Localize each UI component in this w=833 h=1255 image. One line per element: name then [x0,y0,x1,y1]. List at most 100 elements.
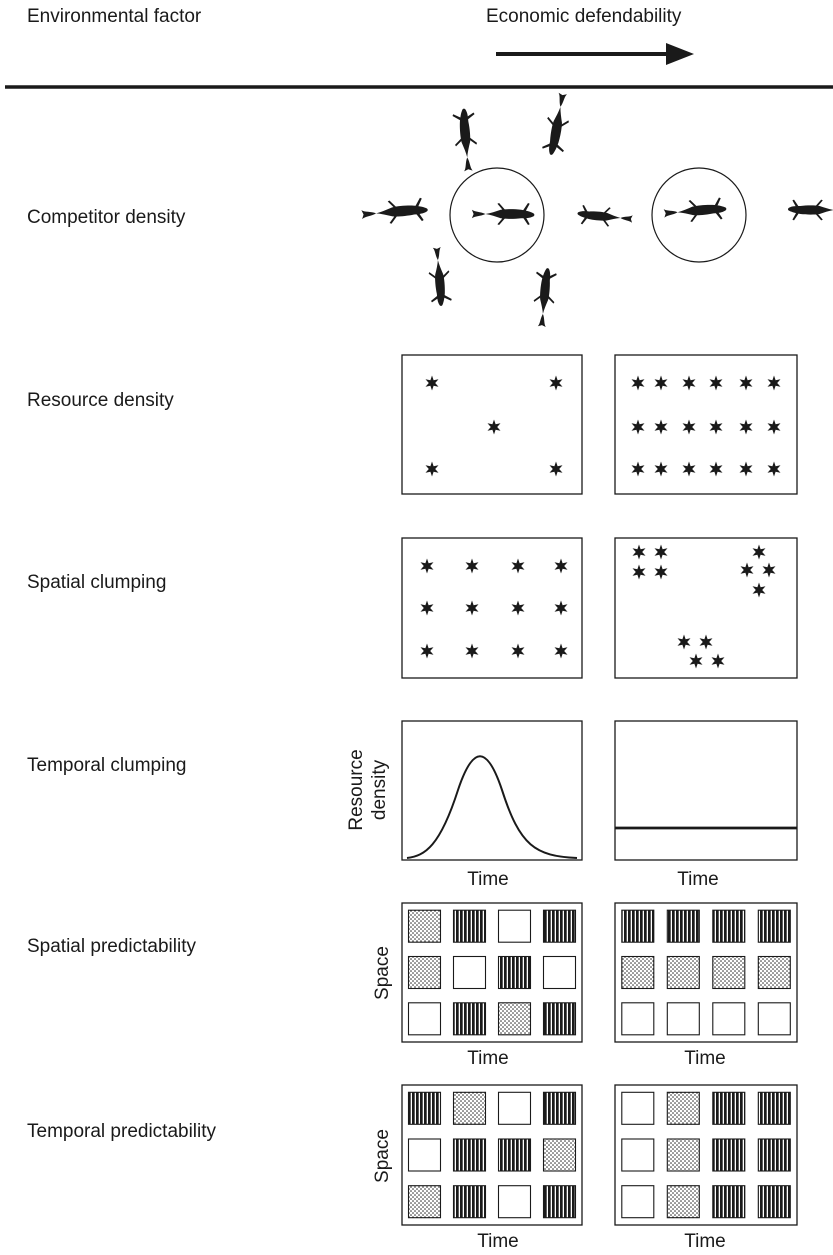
patch-striped [542,1091,577,1125]
fish-icon [663,196,728,225]
patch-stippled [407,955,442,990]
patch-striped [497,1138,532,1172]
territory-circle [651,167,747,263]
resource-star-icon [631,419,645,435]
resource-star-icon [767,375,781,391]
fish-icon [471,202,535,226]
resource-star-icon [709,375,723,391]
patch-stippled [666,955,700,990]
row-label-spatial-clumping: Spatial clumping [27,572,167,593]
patch-empty [497,1185,532,1219]
patch-empty [452,955,487,990]
resource-star-icon [554,643,568,659]
resource-star-icon [487,419,501,435]
header-right-label: Economic defendability [486,6,682,27]
spatial-predictability-high-panel [614,902,798,1043]
patch-empty [712,1002,746,1036]
temporal-predictability-low-panel [401,1084,583,1226]
resource-star-icon [767,419,781,435]
patch-stippled [621,955,655,990]
resource-star-icon [631,375,645,391]
resource-star-icon [711,653,725,669]
fish-icon [788,199,833,221]
axis-label-time: Time [477,1231,519,1252]
temporal-predictability-high-panel [614,1084,798,1226]
patch-striped [757,909,791,943]
fish-icon [576,204,634,229]
resource-star-icon [739,461,753,477]
spatial-predictability-high-grid [621,909,791,1036]
patch-empty [666,1002,700,1036]
patch-striped [712,1138,746,1172]
resource-star-icon [739,419,753,435]
patch-stippled [712,955,746,990]
axis-label-space: Space [372,1129,393,1183]
resource-stars [420,375,781,669]
temporal-clumping-constant-panel [614,720,798,861]
fish-icon [451,107,480,172]
axis-label-time: Time [467,1048,509,1069]
patch-stippled [542,1138,577,1172]
resource-star-icon [465,558,479,574]
competitor-density-low [651,167,833,263]
resource-star-icon [699,634,713,650]
patch-stippled [666,1185,700,1219]
row-label-temporal-predictability: Temporal predictability [27,1121,217,1142]
patch-striped [542,909,577,943]
patch-striped [407,1091,442,1125]
patch-empty [621,1138,655,1172]
patch-striped [757,1185,791,1219]
resource-star-icon [511,558,525,574]
resource-star-icon [420,558,434,574]
temporal-predictability-high-grid [621,1091,791,1219]
resource-density-low-panel [401,354,583,495]
resource-star-icon [682,375,696,391]
resource-star-icon [752,544,766,560]
temporal-predictability-low-grid [407,1091,577,1219]
header-left-label: Environmental factor [27,6,202,27]
axis-label-resource: Resource [346,749,367,830]
competitor-density-high [360,91,634,328]
resource-star-icon [654,419,668,435]
row-label-spatial-predictability: Spatial predictability [27,936,196,957]
patch-empty [497,909,532,943]
fish-icon [426,246,453,307]
resource-star-icon [511,643,525,659]
patch-striped [621,909,655,943]
territory-circle [449,167,545,263]
patch-striped [666,909,700,943]
resource-star-icon [631,461,645,477]
resource-star-icon [549,375,563,391]
row-label-resource-density: Resource density [27,390,174,411]
resource-density-high-panel [614,354,798,495]
resource-star-icon [677,634,691,650]
resource-star-icon [654,375,668,391]
patch-striped [712,1091,746,1125]
resource-star-icon [709,461,723,477]
resource-star-icon [709,419,723,435]
resource-star-icon [762,562,776,578]
axis-label-time: Time [684,1231,726,1252]
resource-star-icon [689,653,703,669]
resource-star-icon [465,643,479,659]
patch-stippled [407,1185,442,1219]
patch-striped [757,1138,791,1172]
patch-striped [542,1002,577,1036]
spatial-clumping-even-panel [401,537,583,679]
resource-star-icon [632,564,646,580]
patch-stippled [407,909,442,943]
patch-empty [542,955,577,990]
axis-label-time: Time [684,1048,726,1069]
patch-empty [621,1091,655,1125]
patch-stippled [757,955,791,990]
patch-stippled [666,1091,700,1125]
patch-empty [407,1138,442,1172]
patch-striped [712,909,746,943]
axis-label-time: Time [467,869,509,890]
patch-striped [452,1002,487,1036]
patch-striped [497,955,532,990]
patch-empty [497,1091,532,1125]
patch-striped [712,1185,746,1219]
fish-icon [531,267,558,328]
